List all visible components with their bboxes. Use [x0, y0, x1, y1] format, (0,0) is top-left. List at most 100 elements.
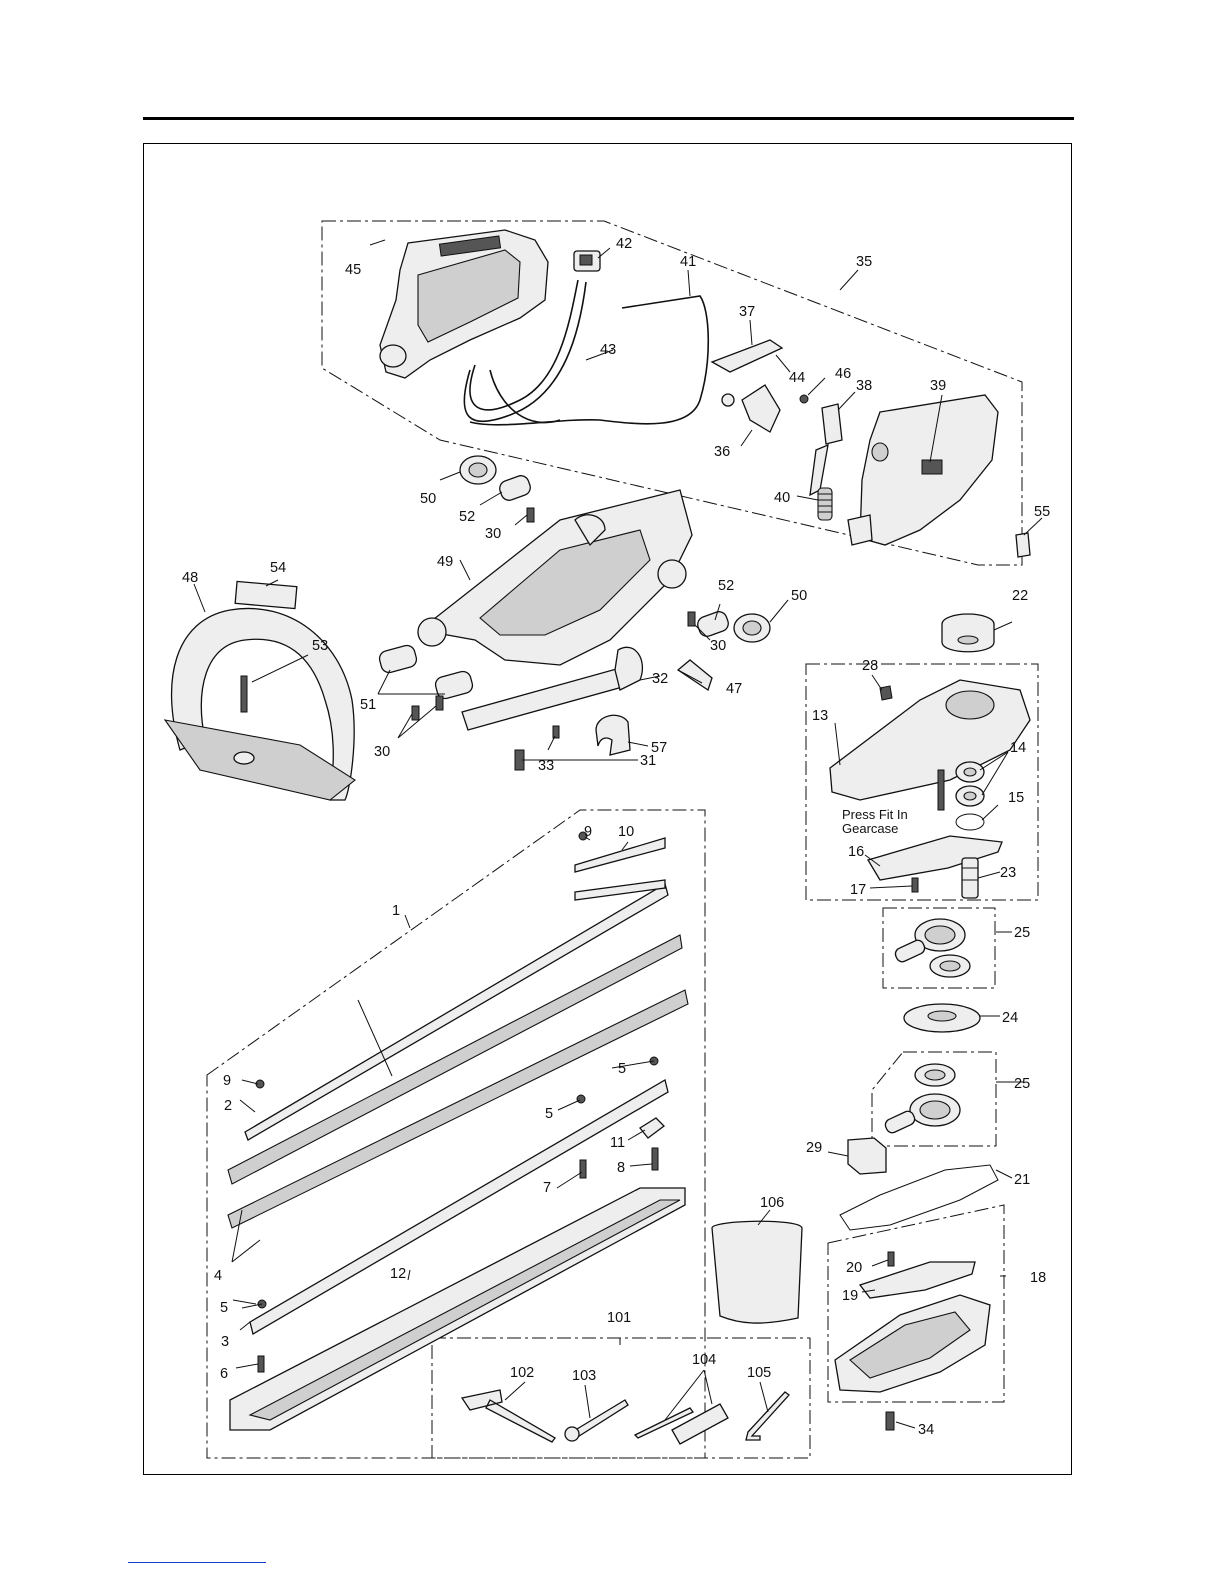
callout-45: 45 — [345, 262, 361, 278]
callout-102: 102 — [510, 1365, 534, 1381]
callout-38: 38 — [856, 378, 872, 394]
callout-106: 106 — [760, 1195, 784, 1211]
callout-42: 42 — [616, 236, 632, 252]
bag-106 — [712, 1221, 802, 1323]
hex-key — [746, 1392, 789, 1440]
bearings-14 — [956, 762, 984, 806]
callout-20: 20 — [846, 1260, 862, 1276]
switch-part — [574, 251, 600, 271]
callout-103: 103 — [572, 1368, 596, 1384]
screw-20 — [888, 1252, 894, 1266]
callout-35: 35 — [856, 254, 872, 270]
plate-19 — [860, 1262, 975, 1298]
handle-housing-right — [848, 395, 998, 545]
callout-52b: 52 — [718, 578, 734, 594]
callout-44: 44 — [789, 370, 805, 386]
callout-14: 14 — [1010, 740, 1026, 756]
callout-1: 1 — [392, 903, 400, 919]
snap-ring-15 — [956, 814, 984, 830]
callout-101: 101 — [607, 1310, 631, 1326]
plug-wrench — [462, 1390, 555, 1442]
callout-9b: 9 — [223, 1073, 231, 1089]
spanner — [572, 1400, 628, 1438]
callout-43: 43 — [600, 342, 616, 358]
callout-54: 54 — [270, 560, 286, 576]
callout-33: 33 — [538, 758, 554, 774]
gear-plate-24 — [904, 1004, 980, 1032]
plate-16 — [868, 836, 1002, 880]
callout-104: 104 — [692, 1352, 716, 1368]
tool-kit — [462, 1390, 789, 1444]
callout-37: 37 — [739, 304, 755, 320]
callout-5c: 5 — [220, 1300, 228, 1316]
callout-50b: 50 — [791, 588, 807, 604]
gasket-21 — [840, 1165, 998, 1230]
callout-16: 16 — [848, 844, 864, 860]
callout-7: 7 — [543, 1180, 551, 1196]
callout-55: 55 — [1034, 504, 1050, 520]
callout-57: 57 — [651, 740, 667, 756]
screw-53 — [241, 676, 247, 712]
handle-housing-left — [380, 230, 548, 378]
blade-assembly — [228, 838, 688, 1430]
callout-13: 13 — [812, 708, 828, 724]
screw-17 — [912, 878, 918, 892]
callout-52a: 52 — [459, 509, 475, 525]
callout-5b: 5 — [545, 1106, 553, 1122]
callout-9a: 9 — [584, 824, 592, 840]
callout-5a: 5 — [618, 1061, 626, 1077]
callout-40: 40 — [774, 490, 790, 506]
callout-28: 28 — [862, 658, 878, 674]
callout-6: 6 — [220, 1366, 228, 1382]
callout-32: 32 — [652, 671, 668, 687]
callout-30c: 30 — [374, 744, 390, 760]
callout-48: 48 — [182, 570, 198, 586]
callout-18: 18 — [1030, 1270, 1046, 1286]
press-fit-note-line2: Gearcase — [842, 821, 898, 836]
vibration-springs — [378, 644, 474, 701]
spacer-29 — [848, 1138, 886, 1174]
pin — [938, 770, 944, 810]
clip-47 — [678, 660, 712, 690]
callout-29: 29 — [806, 1140, 822, 1156]
callout-36: 36 — [714, 444, 730, 460]
callout-17: 17 — [850, 882, 866, 898]
callout-25b: 25 — [1014, 1076, 1030, 1092]
callout-41: 41 — [680, 254, 696, 270]
callout-2: 2 — [224, 1098, 232, 1114]
mount-cap-upper — [460, 456, 496, 484]
callout-46: 46 — [835, 366, 851, 382]
screw-33 — [553, 726, 559, 738]
cap-part — [1016, 533, 1030, 557]
callout-50a: 50 — [420, 491, 436, 507]
callout-34: 34 — [918, 1422, 934, 1438]
bolt-34 — [886, 1412, 894, 1430]
mount-cap-lower — [734, 614, 770, 642]
seal-kit-upper — [893, 919, 970, 977]
callout-30a: 30 — [485, 526, 501, 542]
gear-shaft-23 — [962, 858, 978, 898]
callout-12: 12 — [390, 1266, 406, 1282]
callout-8: 8 — [617, 1160, 625, 1176]
gearcase-lower — [835, 1295, 990, 1392]
callout-4: 4 — [214, 1268, 222, 1284]
callout-30b: 30 — [710, 638, 726, 654]
mount-spring-lower — [695, 609, 730, 638]
clamp-57 — [596, 715, 630, 755]
clutch-drum — [942, 614, 994, 652]
callout-22: 22 — [1012, 588, 1028, 604]
callout-47: 47 — [726, 681, 742, 697]
footer-link-underline — [128, 1562, 266, 1563]
grease-fitting-28 — [880, 686, 892, 700]
callout-11: 11 — [610, 1135, 625, 1151]
seal-kit-lower — [883, 1064, 960, 1135]
spring-part — [818, 488, 832, 520]
callout-23: 23 — [1000, 865, 1016, 881]
screwdriver-handle — [672, 1404, 728, 1444]
callout-49: 49 — [437, 554, 453, 570]
trigger-assembly — [712, 340, 842, 495]
callout-51: 51 — [360, 697, 376, 713]
mount-spring-upper — [497, 473, 532, 502]
callout-25a: 25 — [1014, 925, 1030, 941]
